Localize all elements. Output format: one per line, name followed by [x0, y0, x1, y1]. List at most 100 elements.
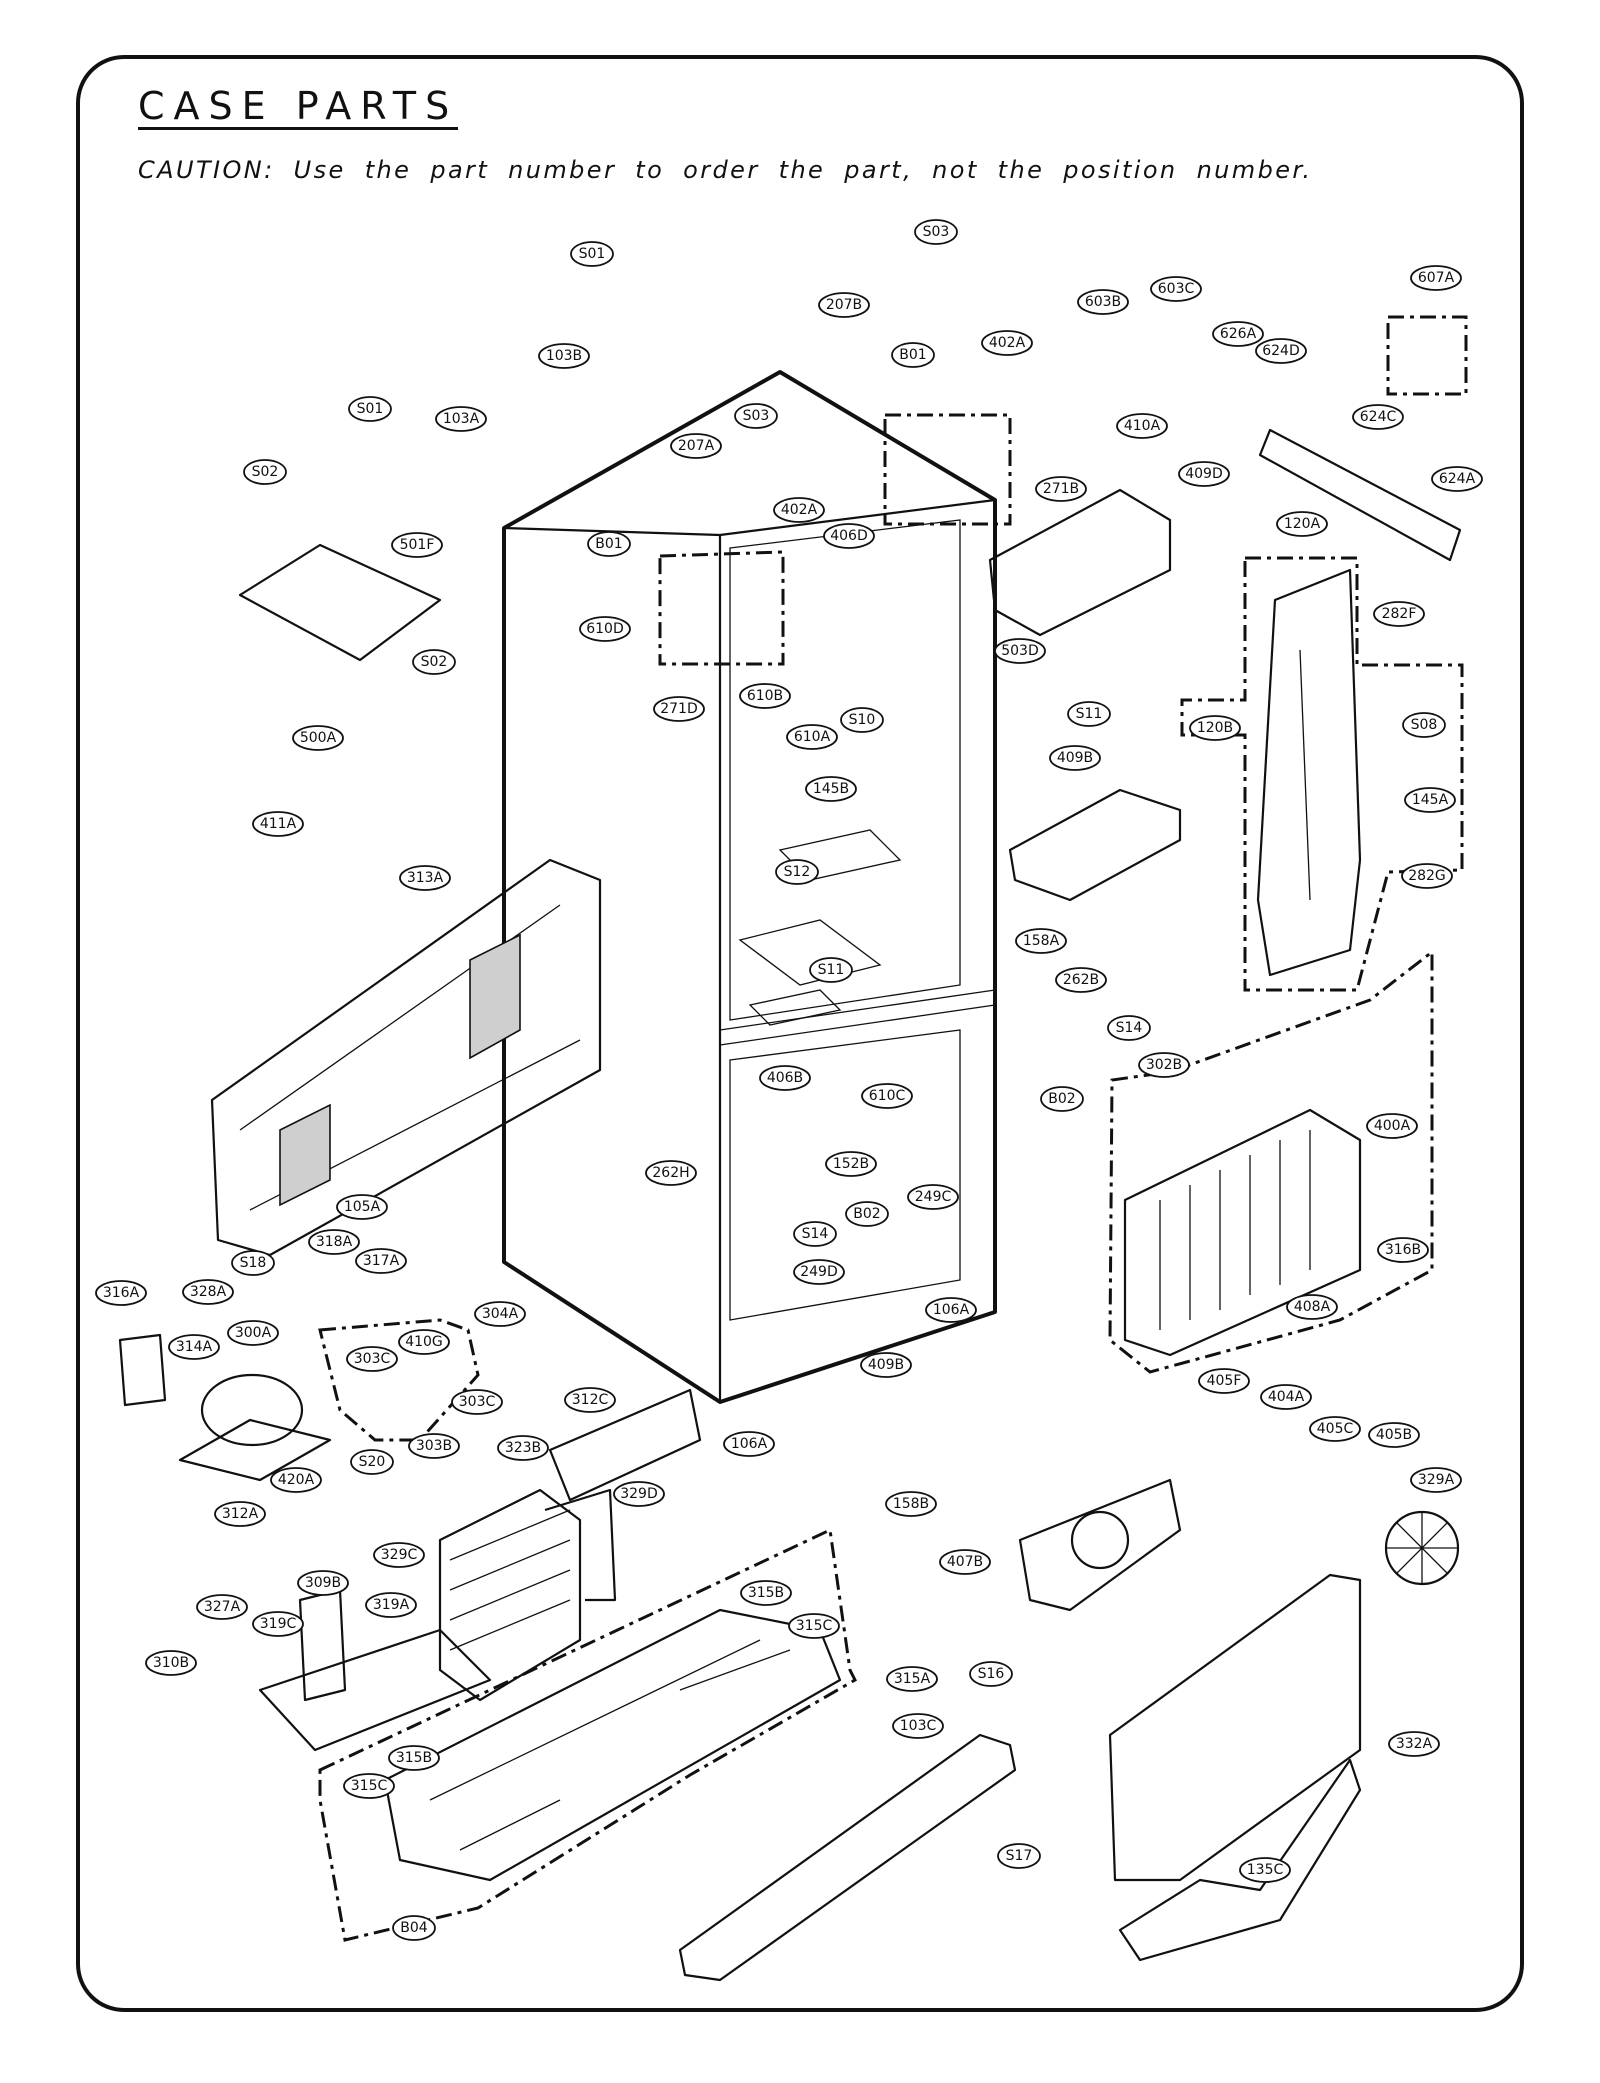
- page-title: CASE PARTS: [138, 84, 459, 128]
- position-label: 315C: [343, 1773, 395, 1799]
- position-label-text: S10: [849, 712, 876, 728]
- position-label-text: S20: [359, 1454, 386, 1470]
- position-label-text: 282G: [1408, 868, 1446, 884]
- position-label: B02: [845, 1201, 889, 1227]
- position-label: 120A: [1276, 511, 1328, 537]
- position-label: 103A: [435, 406, 487, 432]
- position-label-text: 249C: [915, 1189, 952, 1205]
- position-label: S02: [412, 649, 456, 675]
- position-label-text: 410G: [405, 1334, 443, 1350]
- position-label-text: 405F: [1207, 1373, 1242, 1389]
- group-607a: [1386, 315, 1468, 396]
- position-label: S01: [348, 396, 392, 422]
- position-label-text: B01: [899, 347, 926, 363]
- position-label: 145A: [1404, 787, 1456, 813]
- tube-624a: [1258, 428, 1462, 562]
- position-label-text: 405B: [1376, 1427, 1412, 1443]
- position-label-text: 304A: [482, 1306, 519, 1322]
- position-label-text: S14: [1116, 1020, 1143, 1036]
- position-label: 316A: [95, 1280, 147, 1306]
- position-label-text: 410A: [1124, 418, 1161, 434]
- position-label: 610D: [579, 616, 631, 642]
- position-label-text: 303C: [459, 1394, 496, 1410]
- position-label-text: 626A: [1220, 326, 1257, 342]
- position-label-text: 329C: [381, 1547, 418, 1563]
- position-label: 319C: [252, 1611, 304, 1637]
- position-labels: S01S03607A603B603C207B402AB01626A624D103…: [95, 219, 1483, 1941]
- compressor-300a: [118, 1333, 332, 1482]
- position-label: S10: [840, 707, 884, 733]
- position-label-text: 409D: [1185, 466, 1223, 482]
- cover-501f: [238, 543, 442, 662]
- position-label: S20: [350, 1449, 394, 1475]
- position-label: 332A: [1388, 1731, 1440, 1757]
- title-underline: [138, 127, 458, 130]
- position-label-text: 309B: [305, 1575, 341, 1591]
- position-label: 327A: [196, 1594, 248, 1620]
- position-label: 407B: [939, 1549, 991, 1575]
- position-label-text: S03: [743, 408, 770, 424]
- position-label-text: 624A: [1439, 471, 1476, 487]
- position-label: 152B: [825, 1151, 877, 1177]
- position-label-text: 328A: [190, 1284, 227, 1300]
- position-label: 405F: [1198, 1368, 1250, 1394]
- position-label: S02: [243, 459, 287, 485]
- position-label-text: 271D: [660, 701, 698, 717]
- position-label: 145B: [805, 776, 857, 802]
- position-label-text: 315B: [748, 1585, 784, 1601]
- position-label: 262B: [1055, 967, 1107, 993]
- position-label: 408A: [1286, 1294, 1338, 1320]
- position-label-text: 315C: [796, 1618, 833, 1634]
- position-label-text: 409B: [868, 1357, 904, 1373]
- position-label-text: 319A: [373, 1597, 410, 1613]
- position-label-text: 103C: [900, 1718, 937, 1734]
- position-label: B02: [1040, 1086, 1084, 1112]
- position-label: 500A: [292, 725, 344, 751]
- position-label-text: 300A: [235, 1325, 272, 1341]
- position-label-text: 603C: [1158, 281, 1195, 297]
- position-label: 105A: [336, 1194, 388, 1220]
- position-label: 411A: [252, 811, 304, 837]
- position-label-text: S02: [252, 464, 279, 480]
- position-label-text: B04: [400, 1920, 428, 1936]
- position-label-text: 610B: [747, 688, 783, 704]
- position-label-text: 404A: [1268, 1389, 1305, 1405]
- position-label-text: 106A: [731, 1436, 768, 1452]
- position-label-text: 262B: [1063, 972, 1099, 988]
- position-label: S18: [231, 1250, 275, 1276]
- position-label: S14: [793, 1221, 837, 1247]
- position-label: 624C: [1352, 404, 1404, 430]
- position-label: 406D: [823, 523, 875, 549]
- position-label: 402A: [981, 330, 1033, 356]
- position-label-text: S02: [421, 654, 448, 670]
- position-label-text: 332A: [1396, 1736, 1433, 1752]
- position-label: 501F: [391, 532, 443, 558]
- position-label: 610C: [861, 1083, 913, 1109]
- position-label: 329D: [613, 1481, 665, 1507]
- position-label-text: S08: [1411, 717, 1438, 733]
- position-label: 409B: [1049, 745, 1101, 771]
- fan-bracket-407b: [1018, 1478, 1182, 1612]
- position-label-text: 402A: [781, 502, 818, 518]
- position-label: S03: [734, 403, 778, 429]
- position-label-text: 316A: [103, 1285, 140, 1301]
- position-label-text: 315C: [351, 1778, 388, 1794]
- position-label-text: 406D: [830, 528, 868, 544]
- position-label: 329C: [373, 1542, 425, 1568]
- position-label: S03: [914, 219, 958, 245]
- position-label-text: 624C: [1360, 409, 1397, 425]
- position-label: 410G: [398, 1329, 450, 1355]
- base-plate-315a: [383, 1608, 842, 1882]
- position-label: 106A: [723, 1431, 775, 1457]
- cover-332a: [1108, 1573, 1362, 1962]
- position-label: 319A: [365, 1592, 417, 1618]
- position-label: S16: [969, 1661, 1013, 1687]
- position-label: 312A: [214, 1501, 266, 1527]
- position-label-text: 316B: [1385, 1242, 1421, 1258]
- position-label-text: 152B: [833, 1156, 869, 1172]
- position-label: 120B: [1189, 715, 1241, 741]
- position-label-text: S12: [784, 864, 811, 880]
- position-label-text: B01: [595, 536, 622, 552]
- position-label-text: 313A: [407, 870, 444, 886]
